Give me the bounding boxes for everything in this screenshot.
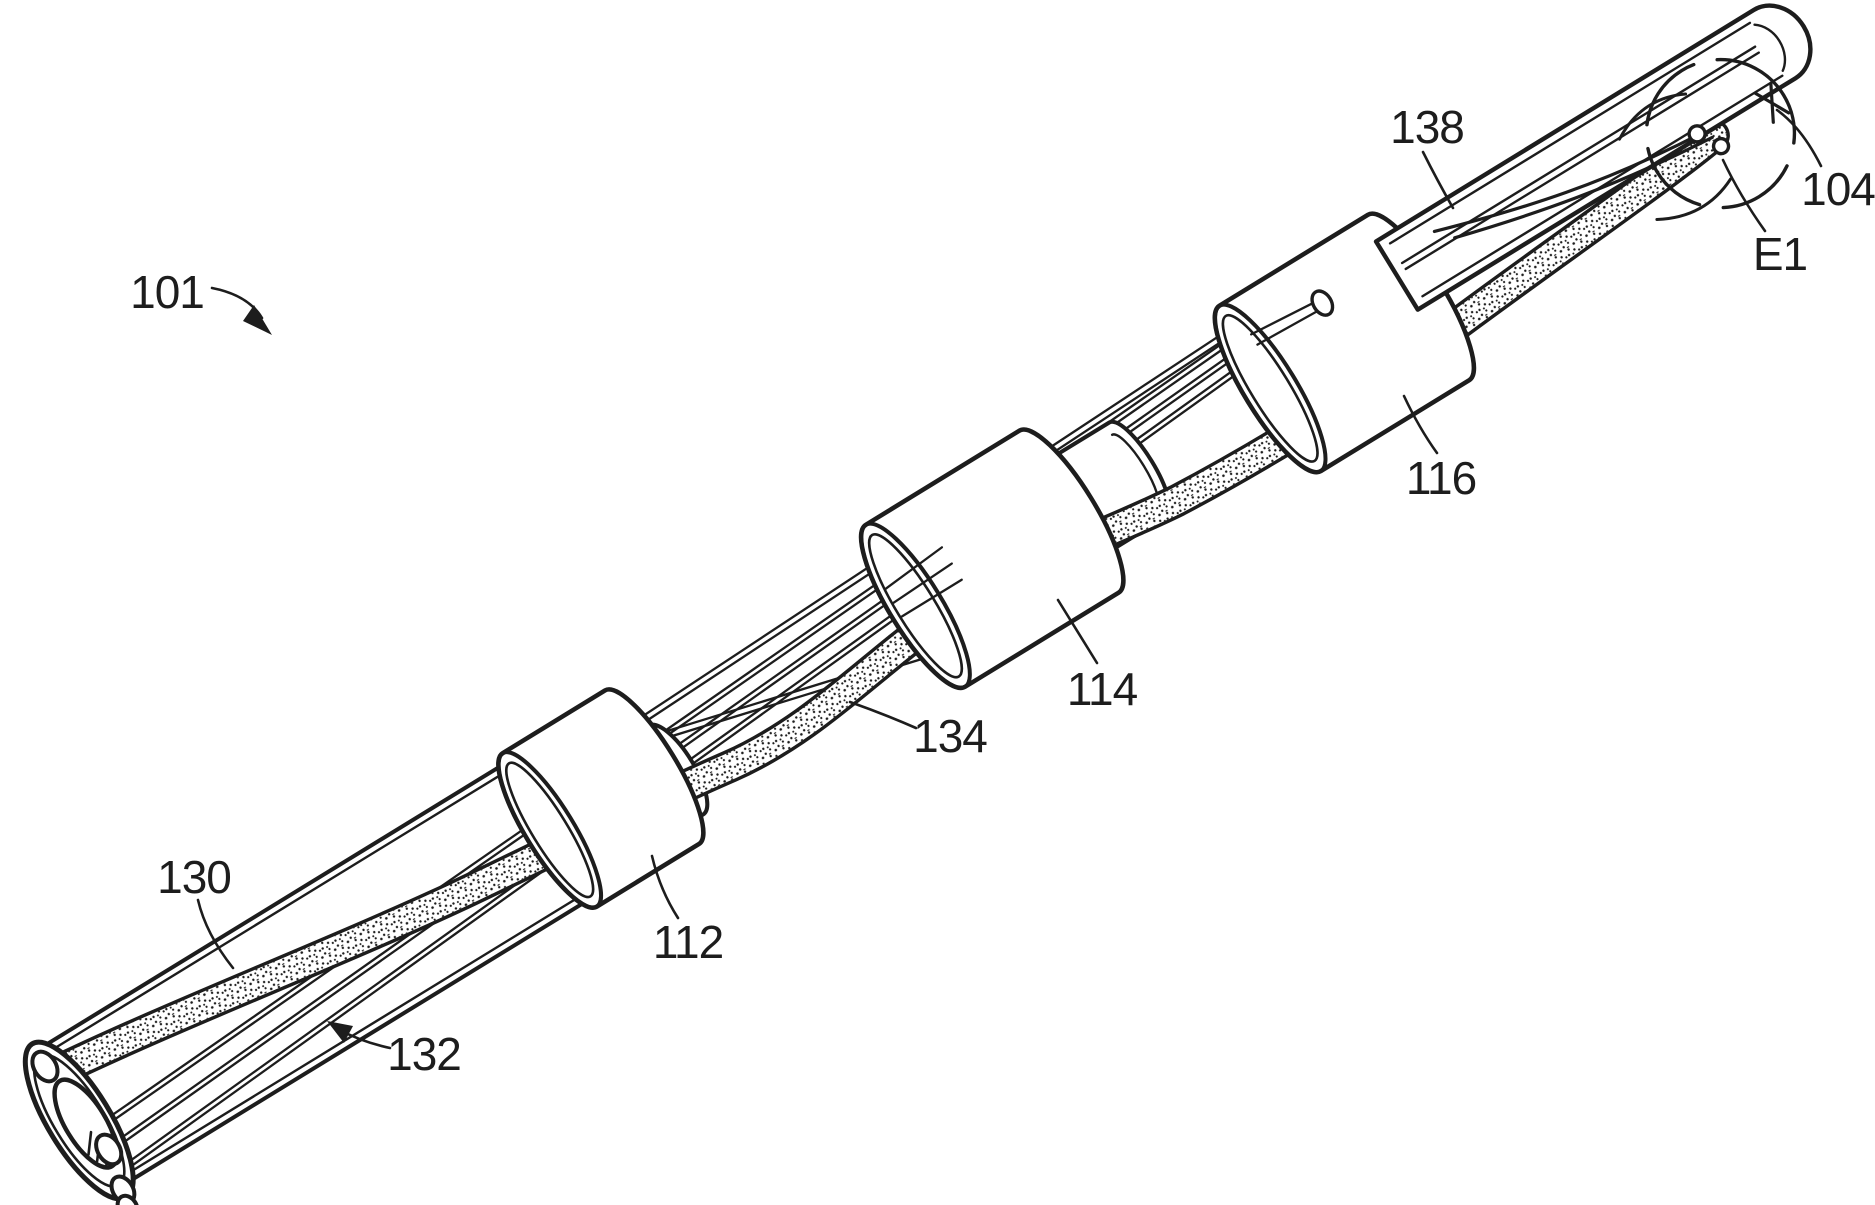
leader-112: [650, 854, 680, 920]
leader-134: [848, 700, 918, 730]
ref-label-132: 132: [387, 1028, 461, 1080]
electrode-plate-E1: [1687, 124, 1731, 156]
rod-stubs-in-collar-114: [884, 546, 963, 618]
distal-tip-tube-104: [1373, 3, 1813, 312]
leader-104: [1775, 108, 1823, 168]
leader-132-arrowhead: [327, 1021, 353, 1043]
ref-label-101: 101: [130, 266, 204, 318]
ref-label-138: 138: [1390, 101, 1464, 153]
tube-stub-in-collar-116: [1250, 289, 1335, 346]
distal-strut-138: [1432, 130, 1714, 240]
ref-label-112: 112: [653, 916, 723, 968]
ref-label-134: 134: [913, 710, 987, 762]
leader-130: [196, 898, 235, 970]
phantom-circle: [1617, 57, 1797, 221]
ref-label-116: 116: [1406, 452, 1476, 504]
break-mark: [1753, 82, 1791, 124]
leader-E1: [1721, 158, 1767, 233]
reference-labels: 101 130 132 112 134 114 116 138 104 E1: [130, 101, 1875, 1080]
proximal-multilumen-face: [22, 1039, 140, 1205]
ref-label-130: 130: [157, 851, 231, 903]
leader-lines: [196, 108, 1823, 1050]
leader-116: [1402, 394, 1439, 455]
collar-112: [496, 687, 706, 910]
collar-114: [858, 427, 1126, 691]
ref-label-114: 114: [1067, 663, 1138, 715]
ref-label-104: 104: [1801, 163, 1875, 215]
leader-114: [1056, 598, 1099, 665]
ref-label-E1: E1: [1753, 228, 1807, 280]
leader-138: [1421, 150, 1455, 210]
leader-101-arrowhead: [243, 305, 272, 335]
